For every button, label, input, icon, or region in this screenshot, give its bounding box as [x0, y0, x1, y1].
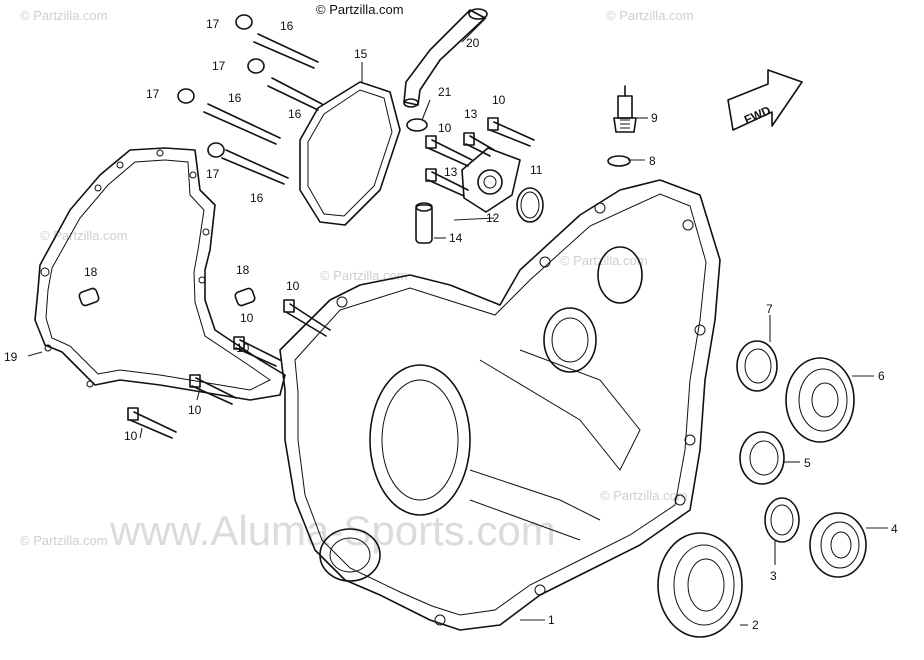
- o-ring-11: [516, 187, 544, 223]
- part-labels: 1 2 3 4 5 6 7 8 9 10 10 10 10 10 10 10 1…: [4, 17, 898, 632]
- nuts-17: [177, 14, 265, 158]
- bearing-5: [739, 431, 785, 485]
- label-part-9: 9: [651, 111, 658, 125]
- watermark-corner-4: © Partzilla.com: [40, 228, 128, 243]
- watermark-corner-7: © Partzilla.com: [600, 488, 688, 503]
- label-part-7: 7: [766, 302, 773, 316]
- label-part-4: 4: [891, 522, 898, 536]
- bolts-10: [127, 117, 535, 439]
- watermark-corner-2: © Partzilla.com: [606, 8, 694, 23]
- label-part-6: 6: [878, 369, 885, 383]
- label-part-17a: 17: [206, 17, 220, 31]
- seal-7: [736, 340, 778, 392]
- bearing-6: [785, 357, 855, 443]
- label-part-17c: 17: [146, 87, 160, 101]
- gasket-19: [34, 147, 286, 401]
- watermark-corner-6: © Partzilla.com: [20, 533, 108, 548]
- forward-arrow: FWD: [727, 69, 803, 131]
- label-part-2: 2: [752, 618, 759, 632]
- crankcase-1: [279, 179, 721, 631]
- label-part-13a: 13: [464, 107, 478, 121]
- label-part-13b: 13: [444, 165, 458, 179]
- top-copyright: © Partzilla.com: [316, 2, 404, 17]
- watermark-corner-5: © Partzilla.com: [320, 268, 408, 283]
- label-part-1: 1: [548, 613, 555, 627]
- watermark-corner-1: © Partzilla.com: [20, 8, 108, 23]
- label-part-14: 14: [449, 231, 463, 245]
- gasket-15: [299, 81, 401, 226]
- label-part-12: 12: [486, 211, 500, 225]
- label-part-10a: 10: [492, 93, 506, 107]
- studs-16: [203, 33, 323, 185]
- label-part-16b: 16: [288, 107, 302, 121]
- label-part-16a: 16: [280, 19, 294, 33]
- bearing-2: [657, 532, 743, 638]
- label-part-3: 3: [770, 569, 777, 583]
- label-part-10d: 10: [240, 311, 254, 325]
- watermark-layer: © Partzilla.com © Partzilla.com © Partzi…: [20, 8, 694, 554]
- label-part-11: 11: [530, 163, 543, 177]
- label-part-18b: 18: [236, 263, 250, 277]
- pipe-14: [415, 202, 433, 244]
- label-part-19: 19: [4, 350, 18, 364]
- watermark-corner-3: © Partzilla.com: [560, 253, 648, 268]
- label-part-10b: 10: [438, 121, 452, 135]
- clamp-21: [406, 118, 428, 132]
- leader-lines: [27, 17, 888, 626]
- label-part-18a: 18: [84, 265, 98, 279]
- label-part-16d: 16: [250, 191, 264, 205]
- dowel-18a: [78, 287, 100, 307]
- label-part-10f: 10: [188, 403, 202, 417]
- label-part-10e: 10: [236, 341, 250, 355]
- dowel-18b: [234, 287, 256, 307]
- washer-8: [607, 155, 631, 167]
- label-part-21: 21: [438, 85, 452, 99]
- bearing-4: [809, 512, 867, 578]
- label-part-10c: 10: [286, 279, 300, 293]
- label-part-17b: 17: [212, 59, 226, 73]
- sensor-9: [613, 85, 637, 133]
- fwd-label: FWD: [742, 103, 773, 127]
- label-part-8: 8: [649, 154, 656, 168]
- label-part-10g: 10: [124, 429, 138, 443]
- seal-3: [764, 497, 800, 543]
- label-part-15: 15: [354, 47, 368, 61]
- label-part-5: 5: [804, 456, 811, 470]
- cover-12: [461, 147, 521, 213]
- label-part-16c: 16: [228, 91, 242, 105]
- hose-20: [403, 8, 488, 108]
- label-part-17d: 17: [206, 167, 220, 181]
- label-part-20: 20: [466, 36, 480, 50]
